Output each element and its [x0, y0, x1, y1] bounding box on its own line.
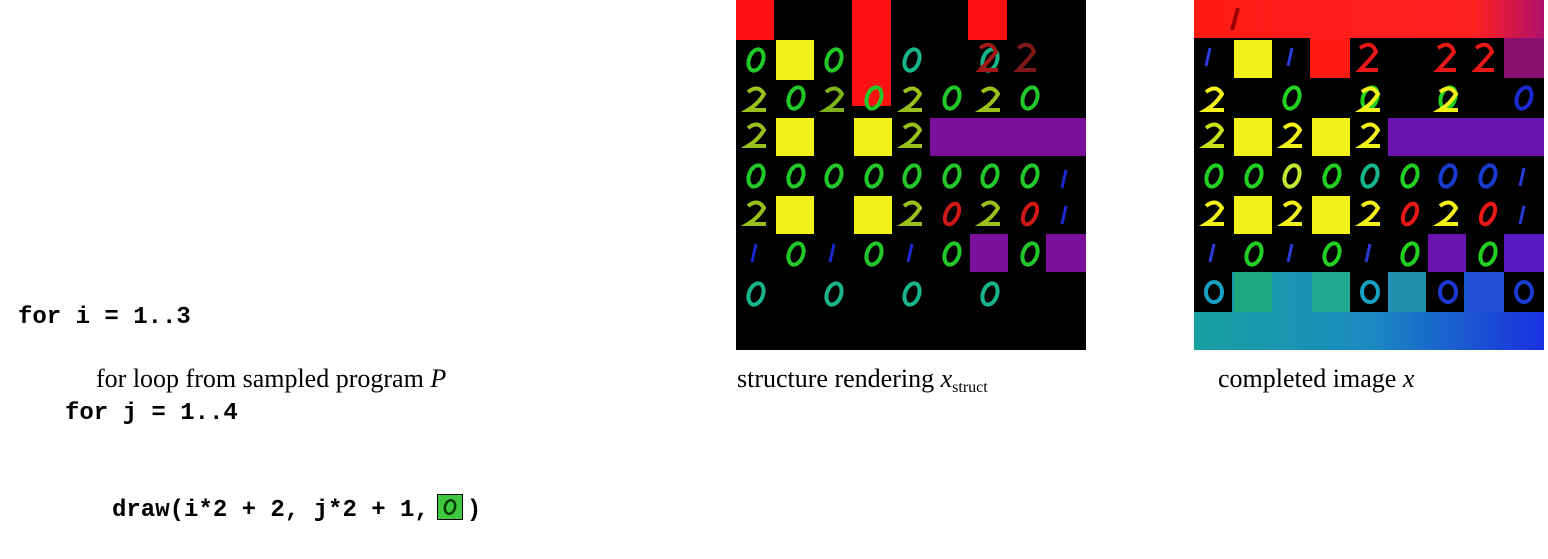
code-line-1: for i = 1..3 — [18, 304, 191, 331]
caption-left-text: for loop from sampled program — [96, 364, 424, 393]
caption-right-var: x — [1402, 364, 1415, 393]
code-line-3-prefix: draw(i*2 + 2, j*2 + 1, — [112, 497, 429, 524]
caption-right-text: completed image — [1218, 364, 1397, 393]
code-line-3-suffix: ) — [466, 497, 482, 524]
caption-middle-sub: struct — [952, 379, 988, 396]
caption-middle: structure rendering xstruct — [737, 364, 988, 397]
code-line-3: draw(i*2 + 2, j*2 + 1,) — [18, 494, 481, 527]
completed-image — [1194, 0, 1544, 350]
code-snippet: for i = 1..3 for j = 1..4 draw(i*2 + 2, … — [18, 238, 481, 559]
code-line-2: for j = 1..4 — [65, 400, 238, 427]
structure-rendering-image — [736, 0, 1086, 350]
caption-middle-var: x — [940, 364, 953, 393]
caption-left-var: P — [430, 364, 447, 393]
caption-right: completed image x — [1218, 364, 1414, 394]
caption-middle-text: structure rendering — [737, 364, 935, 393]
digit-sprite-icon — [436, 494, 463, 520]
caption-left: for loop from sampled program P — [96, 364, 446, 394]
